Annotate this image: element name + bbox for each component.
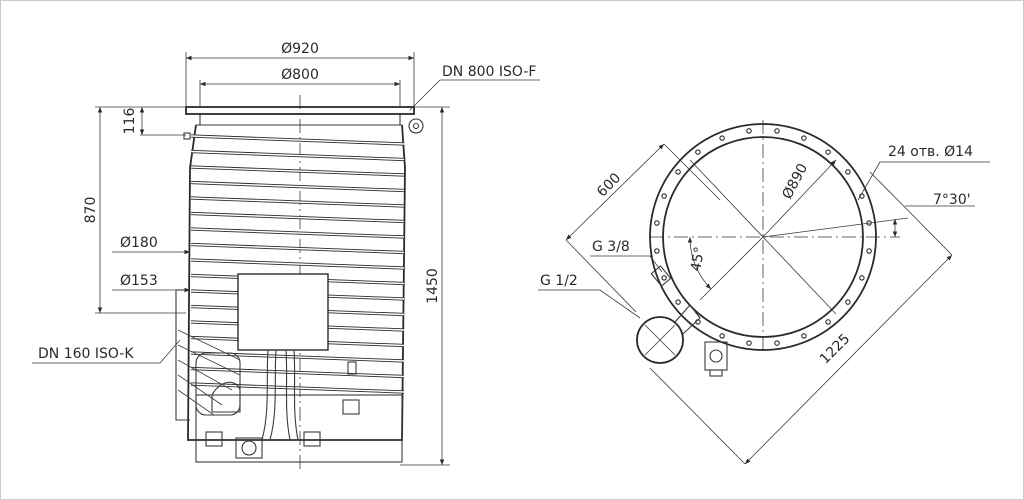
- leader-top-flange: [409, 79, 540, 111]
- label-top-flange: DN 800 ISO-F: [442, 64, 536, 80]
- thread-small: G 3/8: [592, 239, 630, 255]
- angle-port: 45°: [688, 245, 708, 272]
- dim-diagonal: 1225: [817, 331, 854, 368]
- bolt-hole: [661, 275, 667, 281]
- bolt-hole: [801, 135, 807, 141]
- bolt-hole: [859, 275, 865, 281]
- side-port-circle: [636, 316, 684, 364]
- bolt-hole: [845, 299, 851, 305]
- leader-g38: [590, 255, 663, 273]
- leader-holes: [857, 161, 990, 201]
- fitting-g38: [650, 265, 672, 287]
- bolt-hole: [719, 135, 725, 141]
- dim-flange-height: 116: [122, 108, 138, 135]
- chamber-base: [195, 394, 403, 441]
- bolt-hole: [675, 299, 681, 305]
- bolt-hole: [774, 128, 780, 134]
- angle-arc-45: [687, 236, 712, 290]
- side-port-neck: [674, 304, 701, 335]
- bolt-hole: [845, 169, 851, 175]
- valve-icon-left: [205, 431, 223, 447]
- holes-note: 24 отв. Ø14: [888, 144, 973, 160]
- bolt-hole: [866, 248, 872, 254]
- bottom-valve-icon: [241, 440, 257, 456]
- bolt-hole: [825, 319, 831, 325]
- thread-large: G 1/2: [540, 273, 578, 289]
- bolt-hole: [654, 220, 660, 226]
- dim-inner-diameter: Ø800: [281, 67, 319, 83]
- dim-height-total: 1450: [425, 268, 441, 304]
- dim-line-600: [565, 143, 665, 241]
- cable-left: [261, 349, 269, 441]
- junction-box: [237, 273, 329, 351]
- dim-port-inner: Ø153: [120, 273, 158, 289]
- bolt-hole: [746, 128, 752, 134]
- side-view: Ø920 Ø800 DN 800 ISO-F 1450 870 116 Ø180…: [32, 41, 540, 470]
- bolt-hole: [774, 340, 780, 346]
- bolt-hole: [746, 340, 752, 346]
- bolt-hole: [719, 333, 725, 339]
- angle-pitch: 7°30': [933, 192, 971, 208]
- dim-height-upper: 870: [83, 197, 99, 224]
- bolt-hole: [825, 149, 831, 155]
- bottom-valve: [235, 437, 263, 459]
- bottom-valve-top: [704, 341, 728, 377]
- valve-icon-base: [342, 399, 360, 415]
- dim-port-outer: Ø180: [120, 235, 158, 251]
- dim-outer-diameter: Ø920: [281, 41, 319, 57]
- bolt-hole: [675, 169, 681, 175]
- dim-line-1225: [744, 254, 953, 465]
- bolt-hole: [654, 248, 660, 254]
- dim-bolt-circle: Ø890: [779, 161, 811, 202]
- leader-side-flange: [32, 339, 181, 364]
- bolt-hole: [695, 149, 701, 155]
- cooling-coils: [190, 134, 405, 394]
- leader-g12: [538, 289, 641, 319]
- top-fitting: [408, 118, 424, 134]
- bolt-hole: [801, 333, 807, 339]
- valve-icon-right: [303, 431, 321, 447]
- bolt-hole: [661, 193, 667, 199]
- side-port: [175, 290, 190, 421]
- cable-right: [285, 349, 291, 441]
- label-side-flange: DN 160 ISO-K: [38, 346, 134, 362]
- dim-width: 600: [594, 170, 624, 200]
- top-view: Ø890 45° 7°30' 24 отв. Ø14 600 1225: [538, 120, 990, 465]
- top-flange: [185, 106, 415, 115]
